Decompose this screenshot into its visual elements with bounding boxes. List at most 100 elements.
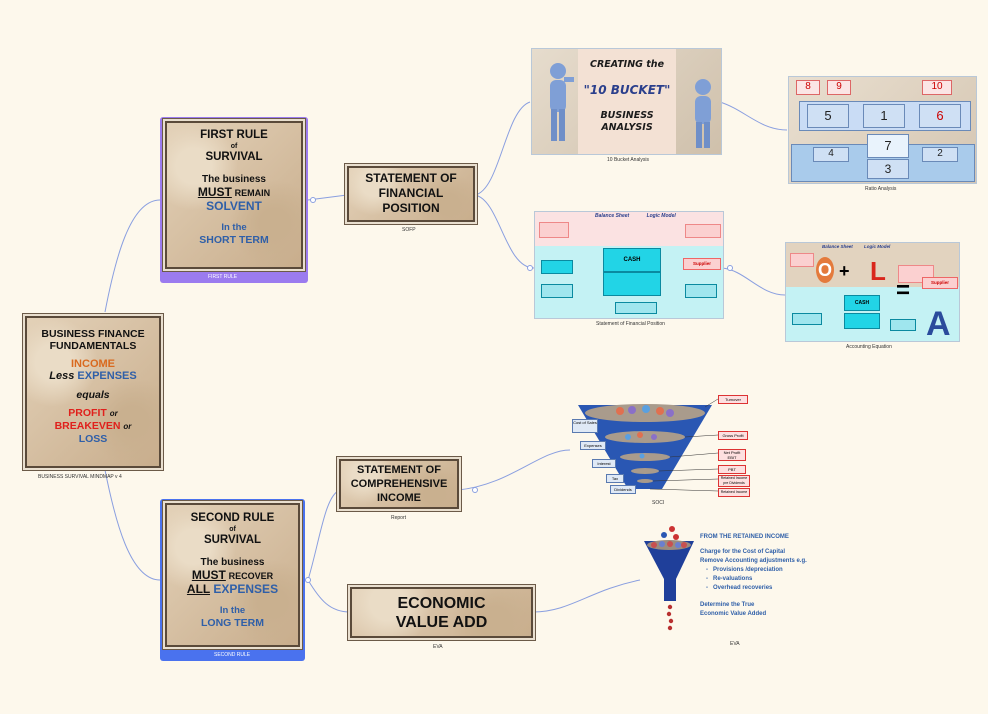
bucket-analysis: ANALYSIS bbox=[601, 122, 653, 133]
funnel-label-retained-pre: Retained Income pre Dividends bbox=[718, 475, 750, 487]
second-rule-title: SECOND RULE bbox=[190, 512, 275, 524]
sofp-line2: FINANCIAL bbox=[378, 186, 444, 200]
equation-card[interactable]: Balance Sheet Logic Model O + L Supplier… bbox=[785, 242, 960, 342]
funnel-label-net-profit: Net Profit EBIT bbox=[718, 449, 746, 461]
second-rule-term: LONG TERM bbox=[201, 617, 264, 629]
bucket-caption: 10 Bucket Analysis bbox=[607, 157, 649, 163]
sofp-line3: POSITION bbox=[382, 201, 440, 215]
first-rule-remain: REMAIN bbox=[234, 188, 271, 198]
bucket-card[interactable]: CREATING the "10 BUCKET" BUSINESS ANALYS… bbox=[531, 48, 722, 155]
soci-line3: INCOME bbox=[377, 492, 421, 504]
eva-heading: FROM THE RETAINED INCOME bbox=[700, 534, 789, 540]
figure-left-icon bbox=[550, 63, 574, 141]
sofp-card[interactable]: Balance Sheet Logic Model CASH Supplier bbox=[534, 211, 724, 319]
eva-bullet-3: Overhead recoveries bbox=[713, 585, 773, 591]
eva-caption: EVA bbox=[433, 644, 443, 650]
ratio-caption: Ratio Analysis bbox=[865, 186, 897, 192]
eq-card-cash: CASH bbox=[844, 295, 880, 311]
soci-line2: COMPREHENSIVE bbox=[350, 478, 448, 490]
funnel-label-retained: Retained Income bbox=[718, 488, 750, 497]
eq-card-supplier: Supplier bbox=[922, 277, 958, 289]
figure-right-icon bbox=[695, 79, 711, 148]
eva-card[interactable]: FROM THE RETAINED INCOME Charge for the … bbox=[640, 525, 840, 637]
eva-line1: ECONOMIC bbox=[397, 595, 486, 612]
root-or1: or bbox=[109, 409, 118, 418]
funnel-label-interest: Interest bbox=[592, 459, 616, 468]
eq-card-title: Balance Sheet bbox=[822, 244, 853, 249]
eq-card-l: L bbox=[870, 256, 886, 286]
bucket-creating: CREATING the bbox=[589, 59, 665, 70]
first-rule-node[interactable]: FIRST RULE of SURVIVAL The business MUST… bbox=[167, 123, 301, 267]
ratio-cell-1: 1 bbox=[863, 104, 905, 128]
root-loss: LOSS bbox=[78, 433, 108, 445]
ratio-cell-10: 10 bbox=[922, 80, 952, 95]
first-rule-solvent: SOLVENT bbox=[206, 199, 262, 213]
root-title-line1: BUSINESS FINANCE bbox=[41, 328, 145, 340]
eq-card-plus: + bbox=[839, 261, 850, 281]
second-rule-caption: SECOND RULE bbox=[214, 652, 251, 658]
eva-line2: Remove Accounting adjustments e.g. bbox=[700, 558, 807, 564]
sofp-card-title: Balance Sheet bbox=[595, 213, 630, 219]
second-rule-survival: SURVIVAL bbox=[203, 534, 262, 546]
eva-bullet-1: Provisions /depreciation bbox=[713, 567, 783, 573]
ratio-cell-6: 6 bbox=[919, 104, 961, 128]
funnel-label-turnover: Turnover bbox=[718, 395, 748, 404]
root-node[interactable]: BUSINESS FINANCE FUNDAMENTALS INCOME Les… bbox=[27, 318, 159, 466]
ratio-cell-5: 5 bbox=[807, 104, 849, 128]
second-rule-all: ALL bbox=[186, 582, 211, 596]
sofp-card-supplier: Supplier bbox=[683, 258, 721, 270]
bucket-business: BUSINESS bbox=[600, 110, 654, 121]
sofp-card-caption: Statement of Financial Position bbox=[596, 321, 665, 327]
ratio-cell-4: 4 bbox=[813, 147, 849, 162]
root-less: Less bbox=[49, 370, 75, 382]
second-rule-of: of bbox=[229, 526, 236, 533]
first-rule-body: The business bbox=[202, 174, 266, 185]
eva-line2: VALUE ADD bbox=[395, 614, 488, 631]
funnel-label-gross-profit: Gross Profit bbox=[718, 431, 748, 440]
root-caption: BUSINESS SURVIVAL MINDMAP v 4 bbox=[38, 474, 122, 480]
funnel-icon bbox=[578, 398, 719, 492]
ratio-card[interactable]: 8 9 10 5 1 6 4 7 2 3 bbox=[788, 76, 977, 184]
ratio-cell-8: 8 bbox=[796, 80, 820, 95]
eva-line3: Determine the True bbox=[700, 602, 755, 608]
sofp-node[interactable]: STATEMENT OF FINANCIAL POSITION bbox=[349, 168, 473, 220]
root-profit: PROFIT bbox=[68, 407, 107, 419]
eva-line4: Economic Value Added bbox=[700, 611, 767, 617]
sofp-caption: SOFP bbox=[402, 227, 416, 233]
first-rule-survival: SURVIVAL bbox=[205, 151, 263, 163]
second-rule-body: The business bbox=[200, 557, 265, 568]
root-title-line2: FUNDAMENTALS bbox=[49, 340, 137, 352]
eva-funnel-icon bbox=[644, 526, 694, 631]
soci-funnel[interactable]: Cost of Sales Expenses Interest Tax Divi… bbox=[570, 393, 750, 497]
eva-node[interactable]: ECONOMIC VALUE ADD bbox=[352, 589, 531, 636]
ratio-cell-2: 2 bbox=[922, 147, 958, 162]
second-rule-must: MUST bbox=[191, 568, 226, 582]
funnel-label-tax: Tax bbox=[606, 474, 624, 483]
eva-line1: Charge for the Cost of Capital bbox=[700, 549, 786, 555]
bucket-title: "10 BUCKET" bbox=[583, 83, 671, 97]
first-rule-must: MUST bbox=[197, 185, 232, 199]
funnel-caption: SOCI bbox=[652, 500, 665, 506]
eva-card-caption: EVA bbox=[730, 641, 740, 647]
funnel-label-expenses: Expenses bbox=[580, 441, 606, 450]
eq-card-caption: Accounting Equation bbox=[846, 344, 892, 350]
first-rule-caption: FIRST RULE bbox=[208, 274, 238, 280]
funnel-label-dividends: Dividends bbox=[610, 485, 636, 494]
second-rule-node[interactable]: SECOND RULE of SURVIVAL The business MUS… bbox=[167, 505, 298, 645]
soci-node[interactable]: STATEMENT OF COMPREHENSIVE INCOME bbox=[341, 461, 457, 507]
root-equals: equals bbox=[76, 389, 110, 401]
eq-card-equals: = bbox=[896, 277, 911, 304]
first-rule-in-the: In the bbox=[221, 222, 247, 233]
root-expenses: EXPENSES bbox=[77, 370, 137, 382]
sofp-card-subtitle: Logic Model bbox=[646, 213, 676, 219]
sofp-line1: STATEMENT OF bbox=[365, 171, 457, 185]
second-rule-expenses: EXPENSES bbox=[213, 582, 279, 596]
eq-card-o: O bbox=[816, 257, 834, 283]
eq-card-a: A bbox=[926, 305, 951, 343]
sofp-card-cash: CASH bbox=[603, 248, 661, 272]
funnel-label-pbt: PBT bbox=[718, 465, 746, 474]
ratio-cell-3: 3 bbox=[867, 159, 909, 179]
root-breakeven: BREAKEVEN bbox=[54, 420, 121, 432]
ratio-cell-9: 9 bbox=[827, 80, 851, 95]
